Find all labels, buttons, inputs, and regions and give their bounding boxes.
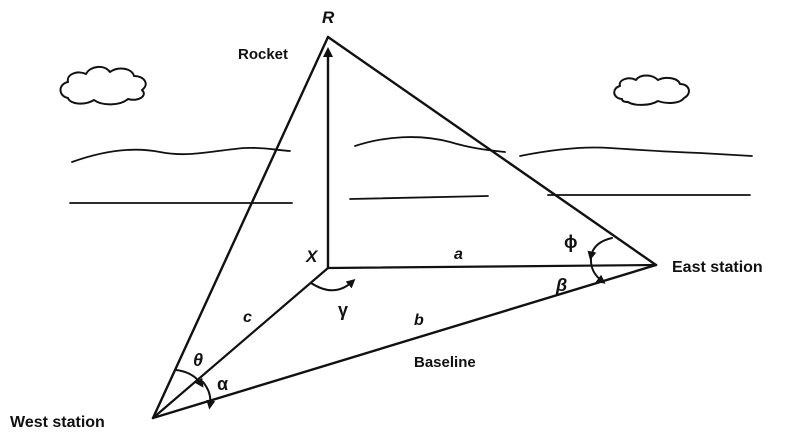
angle-arc-alpha (202, 381, 216, 410)
angle-arc-gamma (310, 279, 356, 292)
label-baseline: Baseline (414, 354, 476, 371)
point-label-x: X (305, 247, 319, 266)
side-label-c: c (243, 309, 252, 326)
line-west-to-x (151, 266, 330, 420)
cloud-right (613, 74, 690, 106)
horizon-wave-3 (519, 146, 753, 157)
line-west-to-rocket (151, 35, 330, 420)
side-label-b: b (414, 312, 424, 329)
horizon-line-mid (349, 195, 489, 200)
angle-label-theta: θ (193, 350, 203, 370)
label-rocket: Rocket (238, 46, 288, 63)
label-west-station: West station (10, 414, 105, 431)
angle-arc-beta (589, 257, 606, 284)
line-x-to-east (326, 263, 658, 270)
baseline-west-to-east (151, 263, 658, 420)
point-label-r: R (322, 8, 335, 27)
horizon-wave-1 (71, 146, 291, 163)
side-label-a: a (454, 246, 463, 263)
label-east-station: East station (672, 259, 763, 276)
angle-label-beta: β (555, 275, 567, 295)
line-rocket-to-east (326, 35, 658, 267)
angle-label-phi: ϕ (564, 232, 578, 252)
angle-arc-phi (587, 237, 613, 261)
cloud-left (59, 66, 147, 106)
angle-arc-theta (175, 369, 204, 388)
angle-label-alpha: α (217, 374, 228, 394)
horizon-wave-2 (354, 136, 506, 153)
angle-label-gamma: γ (338, 300, 348, 320)
